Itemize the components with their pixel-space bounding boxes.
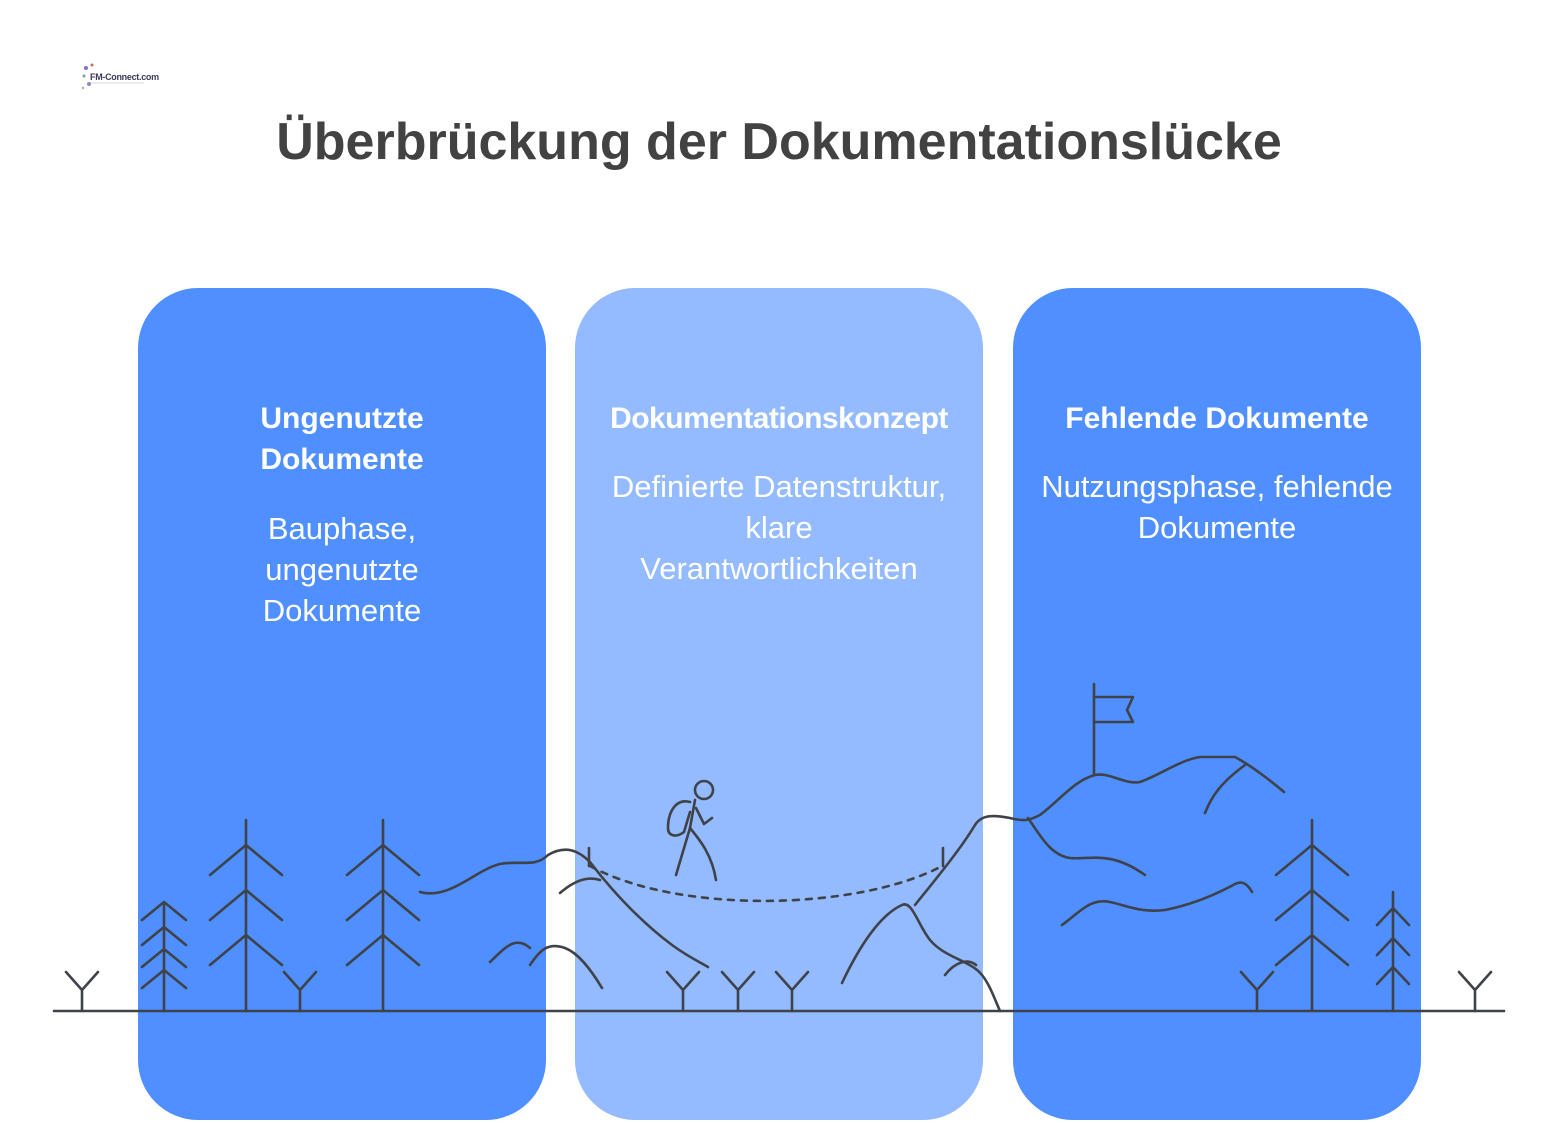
- grass-sprout-icon: [1457, 970, 1493, 1013]
- panel-title: Dokumentationskonzept: [610, 402, 948, 435]
- grass-sprout-icon: [64, 970, 100, 1013]
- panel-title: Fehlende Dokumente: [1065, 402, 1369, 435]
- logo-text: FM-Connect.com: [90, 72, 159, 82]
- panel-missing-documents: Fehlende Dokumente Nutzungsphase, fehlen…: [1013, 288, 1421, 1120]
- panel-title: Ungenutzte Dokumente: [260, 402, 424, 476]
- panel-description: Nutzungsphase, fehlende Dokumente: [1041, 469, 1393, 545]
- logo-icon: [81, 63, 144, 90]
- panel-description: Definierte Datenstruktur, klare Verantwo…: [611, 469, 947, 586]
- panel-description: Bauphase, ungenutzte Dokumente: [262, 511, 422, 628]
- page-title: Überbrückung der Dokumentationslücke: [276, 113, 1282, 171]
- panel-unused-documents: Ungenutzte Dokumente Bauphase, ungenutzt…: [138, 288, 546, 1120]
- panel-documentation-concept: Dokumentationskonzept Definierte Datenst…: [575, 288, 983, 1120]
